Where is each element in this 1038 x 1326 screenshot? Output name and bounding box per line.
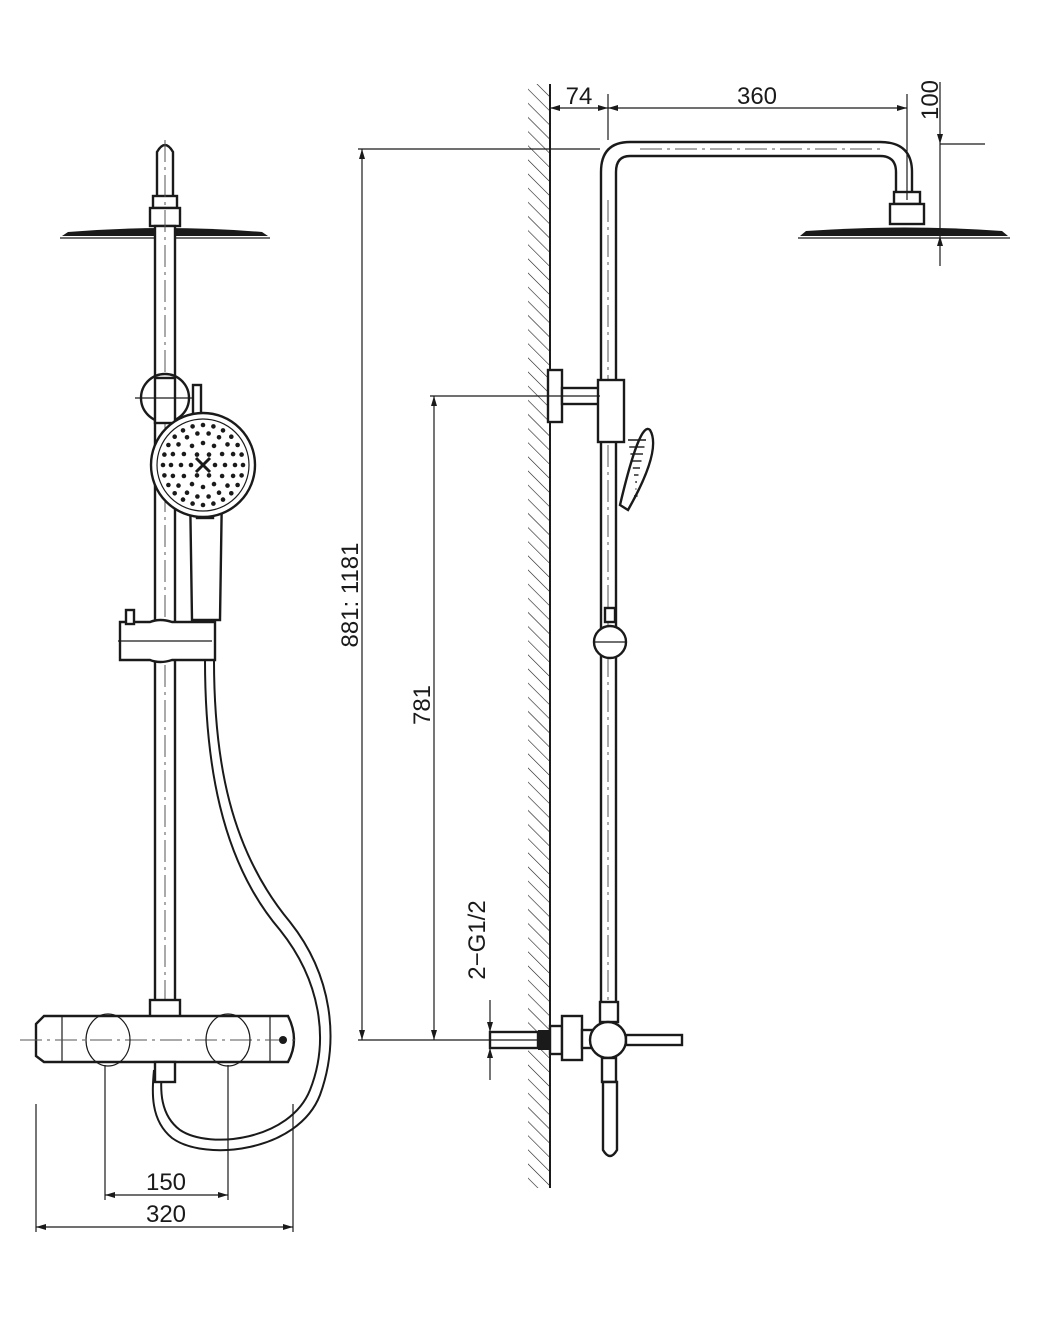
dim-overall-width-label: 320 <box>146 1201 186 1228</box>
nozzle-dot <box>235 482 240 488</box>
nozzle-dot <box>211 481 217 487</box>
dim-head-drop-label: 100 <box>917 80 944 120</box>
nozzle-dot <box>170 451 176 457</box>
dim-total-height: 881: 1181 <box>337 148 600 1040</box>
nozzle-center-mark <box>194 456 212 474</box>
nozzle-dot <box>176 442 181 447</box>
front-thermostatic-mixer <box>34 1014 296 1064</box>
front-hose <box>160 659 321 1141</box>
nozzle-dot <box>195 494 200 499</box>
side-view: 74 360 100 881: 1181 <box>337 80 1010 1188</box>
nozzle-dot <box>206 473 212 478</box>
front-left-eccentric <box>85 1013 131 1067</box>
dim-wall-offset: 74 <box>550 83 609 140</box>
nozzle-dot <box>216 490 222 496</box>
side-wall-bracket-clamp <box>596 378 626 444</box>
nozzle-dot <box>180 497 186 502</box>
side-overhead-head <box>800 227 1008 236</box>
nozzle-dot <box>206 431 211 436</box>
nozzle-dot <box>189 481 195 487</box>
nozzle-dot <box>162 452 167 457</box>
nozzle-dot <box>211 501 216 506</box>
side-eccentric <box>560 1014 584 1062</box>
side-mixer-body <box>588 1020 628 1060</box>
nozzle-dot <box>168 462 174 468</box>
side-head-connector <box>888 202 926 226</box>
nozzle-dot <box>232 462 238 468</box>
dim-wall-offset-label: 74 <box>566 83 593 110</box>
nozzle-dot <box>220 497 226 502</box>
nozzle-dot <box>230 451 236 457</box>
nozzle-dot <box>225 442 230 447</box>
dim-inlet-thread-label: 2−G1/2 <box>464 900 491 979</box>
nozzle-dot <box>184 490 190 496</box>
dim-bracket-height-label: 781 <box>409 685 436 725</box>
nozzle-dot <box>160 462 166 468</box>
dim-bracket-height: 781 <box>409 395 600 1040</box>
nozzle-dot <box>188 462 194 468</box>
nozzle-dot <box>200 440 206 446</box>
nozzle-dot <box>166 482 171 488</box>
nozzle-dot <box>170 473 176 479</box>
nozzle-dot <box>219 473 225 479</box>
nozzle-dot <box>240 462 246 468</box>
nozzle-dot <box>211 424 216 429</box>
side-inlet-nut <box>548 1024 564 1056</box>
nozzle-dot <box>216 435 222 440</box>
nozzle-dot <box>219 451 225 457</box>
nozzle-dot <box>206 494 211 499</box>
nozzle-dot <box>190 501 195 506</box>
nozzle-dot <box>200 502 206 508</box>
nozzle-dot <box>206 452 212 457</box>
nozzle-dot <box>222 462 228 468</box>
dim-head-drop: 100 <box>917 80 985 266</box>
nozzle-dot <box>194 473 200 478</box>
dim-total-height-label: 881: 1181 <box>337 543 364 648</box>
nozzle-dot <box>235 442 240 448</box>
nozzle-dot <box>162 473 167 478</box>
nozzle-dot <box>211 443 217 449</box>
side-overhead-arm <box>599 140 914 1012</box>
side-mixer-outlet-stub <box>601 1080 619 1158</box>
dim-arm-length-label: 360 <box>737 83 777 110</box>
nozzle-dot <box>166 442 171 448</box>
nozzle-dot <box>184 435 190 440</box>
front-holder-knob <box>191 383 203 417</box>
nozzle-dot <box>189 443 195 449</box>
dim-arm-length: 360 <box>608 83 908 200</box>
nozzle-dot <box>178 462 184 468</box>
front-hand-shower-nozzles <box>160 422 246 508</box>
nozzle-dot <box>172 491 177 496</box>
nozzle-dot <box>172 434 177 440</box>
nozzle-dot <box>220 428 226 433</box>
side-inlet-thread <box>538 1030 550 1050</box>
nozzle-dot <box>229 491 234 496</box>
dim-inlet-thread: 2−G1/2 <box>464 900 493 1080</box>
nozzle-dot <box>200 422 206 428</box>
nozzle-dot <box>195 431 200 436</box>
front-mixer-indicator-dot <box>279 1036 287 1044</box>
nozzle-dot <box>181 451 187 457</box>
nozzle-dot <box>190 424 195 429</box>
dim-inlet-spacing-label: 150 <box>146 1169 186 1196</box>
nozzle-dot <box>239 452 244 457</box>
nozzle-dot <box>239 473 244 478</box>
nozzle-dot <box>194 452 200 457</box>
side-mixer-handle <box>624 1033 684 1047</box>
nozzle-dot <box>212 462 218 468</box>
nozzle-dot <box>181 473 187 479</box>
nozzle-dot <box>229 434 234 440</box>
front-slide-knob <box>124 608 136 626</box>
dim-overall-width: 320 <box>35 1104 294 1232</box>
front-mixer-outlet <box>153 1060 177 1084</box>
wall-hatching <box>528 84 550 1188</box>
nozzle-dot <box>176 483 181 488</box>
nozzle-dot <box>200 484 206 490</box>
front-view: 150 320 <box>20 140 332 1232</box>
nozzle-dot <box>180 428 186 433</box>
nozzle-dot <box>225 483 230 488</box>
nozzle-dot <box>230 473 236 479</box>
dim-inlet-spacing: 150 <box>104 1065 229 1200</box>
